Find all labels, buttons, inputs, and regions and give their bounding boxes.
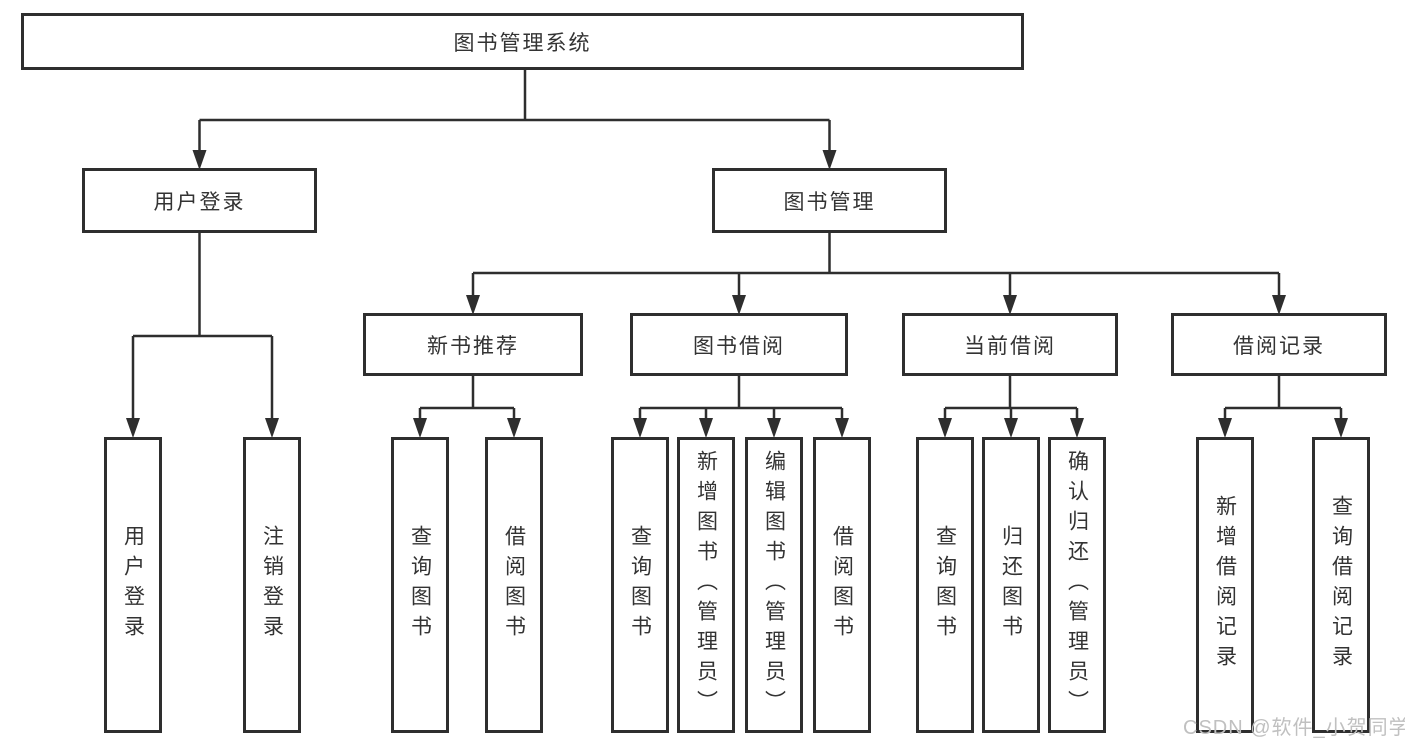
node-new-book-recommend-label: 新书推荐	[427, 334, 519, 358]
leaf-borrow-books-recommend-label: 借阅图书	[502, 525, 526, 645]
edge-book-management-split	[471, 233, 1281, 297]
leaf-query-books-borrow-label: 查询图书	[628, 525, 652, 645]
leaf-add-books-admin-label: 新增图书（管理员）	[694, 450, 718, 720]
leaf-return-books-label: 归还图书	[999, 525, 1023, 645]
arrowhead	[126, 418, 140, 438]
arrowhead	[1334, 418, 1348, 438]
arrowhead	[767, 418, 781, 438]
node-new-book-recommend: 新书推荐	[363, 313, 583, 376]
node-root-system-label: 图书管理系统	[453, 31, 592, 55]
arrowhead	[1003, 295, 1017, 315]
node-current-borrow: 当前借阅	[902, 313, 1118, 376]
node-book-borrow: 图书借阅	[630, 313, 848, 376]
node-user-login: 用户登录	[82, 168, 317, 233]
arrowhead	[822, 150, 837, 170]
csdn-watermark: CSDN @软件_小贺同学	[1183, 717, 1405, 739]
arrowhead	[1218, 418, 1232, 438]
leaf-query-books-recommend: 查询图书	[391, 437, 449, 733]
arrowhead	[835, 418, 849, 438]
arrowhead	[938, 418, 952, 438]
arrowhead	[1070, 418, 1084, 438]
edge-current-borrow-split	[943, 376, 1079, 421]
leaf-confirm-return-admin: 确认归还（管理员）	[1048, 437, 1106, 733]
node-current-borrow-label: 当前借阅	[964, 334, 1056, 358]
arrowhead	[699, 418, 713, 438]
leaf-user-login: 用户登录	[104, 437, 162, 733]
leaf-confirm-return-admin-label: 确认归还（管理员）	[1065, 450, 1089, 720]
node-book-borrow-label: 图书借阅	[693, 334, 785, 358]
edge-book-borrow-split	[638, 376, 844, 421]
edge-new-book-split	[418, 376, 516, 421]
edge-user-login-split	[131, 233, 274, 421]
leaf-query-borrow-record-label: 查询借阅记录	[1329, 495, 1353, 675]
leaf-edit-books-admin: 编辑图书（管理员）	[745, 437, 803, 733]
edge-borrow-records-split	[1223, 376, 1343, 421]
node-book-management-label: 图书管理	[783, 190, 876, 214]
arrowhead	[732, 295, 746, 315]
leaf-query-books-current: 查询图书	[916, 437, 974, 733]
leaf-add-borrow-record: 新增借阅记录	[1196, 437, 1254, 733]
leaf-add-books-admin: 新增图书（管理员）	[677, 437, 735, 733]
arrowhead	[507, 418, 521, 438]
arrowhead	[1004, 418, 1018, 438]
leaf-borrow-books-recommend: 借阅图书	[485, 437, 543, 733]
edge-root-split	[198, 69, 831, 152]
leaf-query-books-current-label: 查询图书	[933, 525, 957, 645]
arrowhead	[633, 418, 647, 438]
leaf-logout-label: 注销登录	[260, 525, 284, 645]
node-borrow-records: 借阅记录	[1171, 313, 1387, 376]
leaf-borrow-books-label: 借阅图书	[830, 525, 854, 645]
arrowhead	[265, 418, 279, 438]
node-root-system: 图书管理系统	[21, 13, 1024, 70]
arrowhead	[413, 418, 427, 438]
node-user-login-label: 用户登录	[153, 190, 246, 214]
leaf-query-books-recommend-label: 查询图书	[408, 525, 432, 645]
leaf-edit-books-admin-label: 编辑图书（管理员）	[762, 450, 786, 720]
node-book-management: 图书管理	[712, 168, 947, 233]
leaf-query-borrow-record: 查询借阅记录	[1312, 437, 1370, 733]
arrowhead	[1272, 295, 1286, 315]
leaf-logout: 注销登录	[243, 437, 301, 733]
node-borrow-records-label: 借阅记录	[1233, 334, 1325, 358]
leaf-add-borrow-record-label: 新增借阅记录	[1213, 495, 1237, 675]
leaf-borrow-books: 借阅图书	[813, 437, 871, 733]
leaf-return-books: 归还图书	[982, 437, 1040, 733]
leaf-query-books-borrow: 查询图书	[611, 437, 669, 733]
arrowhead	[466, 295, 480, 315]
leaf-user-login-label: 用户登录	[121, 525, 145, 645]
arrowhead	[192, 150, 207, 170]
